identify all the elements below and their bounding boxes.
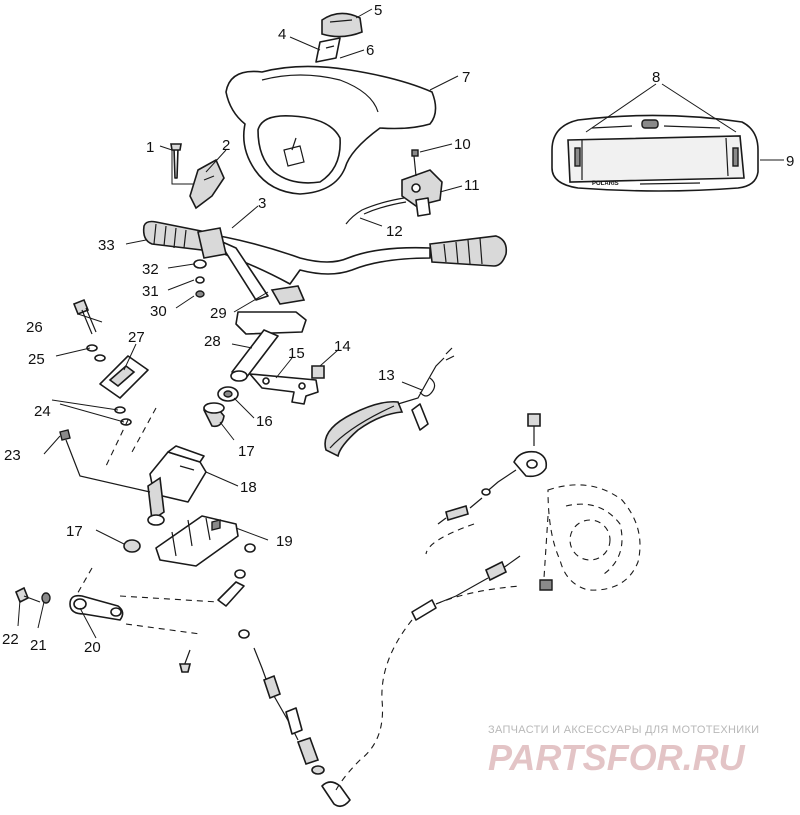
callout-2: 2	[222, 137, 230, 154]
callout-26: 26	[26, 319, 43, 336]
part-17-bushing-upper	[203, 402, 225, 428]
callout-numbers: 5 4 6 7 8 9 10 11 12 13 14 15 16 17 17 1…	[2, 2, 794, 656]
callout-15: 15	[288, 345, 305, 362]
part-bar-clamp	[193, 227, 227, 298]
part-16-bushing	[217, 386, 239, 402]
callout-19: 19	[276, 533, 293, 550]
callout-8: 8	[652, 69, 660, 86]
callout-25: 25	[28, 351, 45, 368]
part-steering-cable	[253, 647, 351, 808]
watermark: ЗАПЧАСТИ И АКСЕССУАРЫ ДЛЯ МОТОТЕХНИКИ PA…	[488, 724, 759, 778]
callout-23: 23	[4, 447, 21, 464]
part-right-grip	[429, 235, 508, 267]
part-23-nut	[59, 429, 71, 441]
callout-16: 16	[256, 413, 273, 430]
callout-29: 29	[210, 305, 227, 322]
callout-9: 9	[786, 153, 794, 170]
part-28-steering-post	[230, 329, 279, 382]
assembly-guide-lines	[65, 407, 549, 791]
watermark-logo: PARTSFOR.RU	[488, 737, 746, 778]
callout-6: 6	[366, 42, 374, 59]
callout-3: 3	[258, 195, 266, 212]
part-14-bolt	[311, 365, 325, 379]
callout-24: 24	[34, 403, 51, 420]
callout-17-lower: 17	[66, 523, 83, 540]
callout-7: 7	[462, 69, 470, 86]
part-5-top-switch	[321, 12, 363, 38]
callout-18: 18	[240, 479, 257, 496]
part-20-arm	[69, 594, 124, 621]
callout-14: 14	[334, 338, 351, 355]
part-left-grip	[142, 220, 207, 251]
watermark-tagline: ЗАПЧАСТИ И АКСЕССУАРЫ ДЛЯ МОТОТЕХНИКИ	[488, 724, 759, 736]
callout-17-upper: 17	[238, 443, 255, 460]
callout-21: 21	[30, 637, 47, 654]
part-21-washer	[41, 592, 51, 604]
callout-leader-lines	[17, 8, 784, 639]
part-13-tether-strap	[324, 347, 455, 458]
decal-brand-label: POLARIS	[592, 181, 619, 187]
callout-28: 28	[204, 333, 221, 350]
callout-27: 27	[128, 329, 145, 346]
callout-13: 13	[378, 367, 395, 384]
part-7-handlebar-pod	[225, 65, 437, 195]
part-ball-joint-right	[437, 413, 548, 525]
callout-11: 11	[464, 177, 480, 194]
callout-20: 20	[84, 639, 101, 656]
callout-32: 32	[142, 261, 159, 278]
part-17-bushing-lower	[123, 539, 141, 553]
part-spindle-housing	[539, 484, 641, 591]
part-25-washer	[86, 344, 106, 362]
part-9-decal-panel: POLARIS	[551, 114, 759, 192]
part-18-steering-block	[147, 445, 207, 526]
callout-22: 22	[2, 631, 19, 648]
callout-5: 5	[374, 2, 382, 19]
part-tie-rod-end	[217, 543, 256, 639]
part-3-handlebar	[195, 231, 431, 301]
callout-31: 31	[142, 283, 159, 300]
callout-12: 12	[386, 223, 403, 240]
callout-10: 10	[454, 136, 471, 153]
part-4-6-bracket	[315, 37, 341, 63]
part-1-screw	[170, 143, 182, 179]
part-12-throttle-cable	[345, 197, 407, 225]
part-small-bolt	[178, 649, 192, 673]
part-27-plate	[99, 355, 149, 399]
part-lower-cable-right	[411, 555, 521, 621]
part-steering-bracket	[235, 285, 307, 335]
part-2-clip	[189, 158, 225, 210]
part-22-bolt	[14, 586, 41, 604]
part-11-throttle-control	[401, 149, 443, 217]
callout-1: 1	[146, 139, 154, 156]
part-19-base-plate	[155, 515, 239, 567]
callout-30: 30	[150, 303, 167, 320]
part-26-screw	[72, 298, 97, 335]
callout-4: 4	[278, 26, 286, 43]
part-15-support-bracket	[249, 373, 319, 405]
callout-33: 33	[98, 237, 115, 254]
